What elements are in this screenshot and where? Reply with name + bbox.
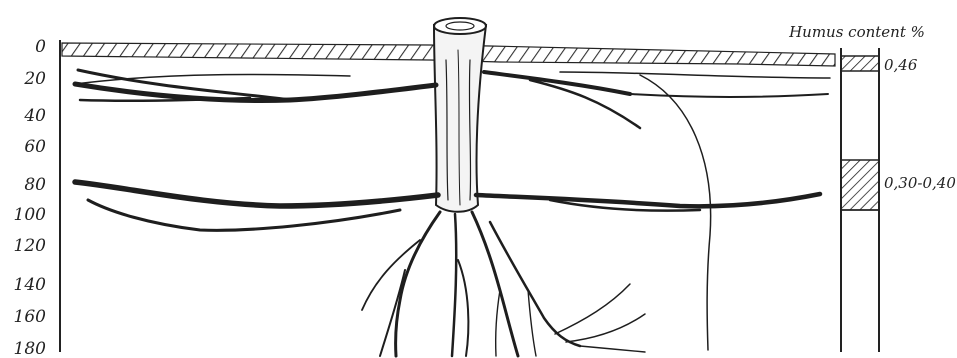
depth-tick-label: 160 [14,307,47,327]
depth-tick-label: 180 [14,339,47,358]
humus-layer-label: 0,30-0,40 [884,174,956,192]
humus-layer-label: 0,46 [884,56,918,74]
vertical-roots [362,212,645,356]
tree-trunk [434,18,486,212]
depth-tick-label: 100 [14,205,47,225]
humus-content-title: Humus content % [788,23,925,41]
depth-axis: 0 20 40 60 80 100 120 140 160 180 [14,37,60,358]
depth-tick-label: 140 [14,275,47,295]
trunk-cut-surface [434,18,486,34]
humus-layer-deep [841,160,879,210]
depth-tick-label: 60 [24,137,46,157]
depth-tick-label: 120 [14,236,47,256]
humus-content-column: Humus content % 0,46 0,30-0,40 [788,23,956,352]
depth-tick-label: 20 [23,69,46,89]
depth-tick-label: 40 [23,106,46,126]
depth-tick-label: 0 [35,37,46,57]
depth-tick-label: 80 [24,175,46,195]
humus-layer-top [841,56,879,71]
